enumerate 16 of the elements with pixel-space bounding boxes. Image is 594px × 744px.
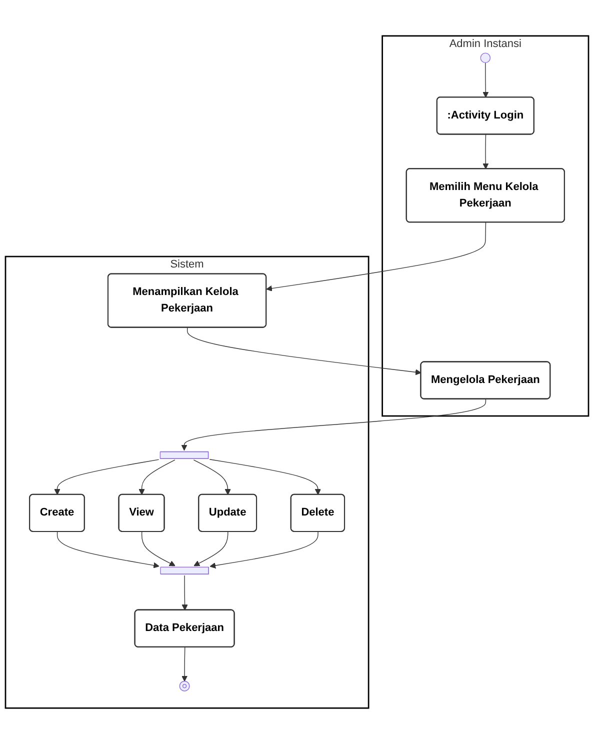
- arrow: [182, 575, 188, 610]
- arrow: [181, 398, 486, 451]
- arrow: [193, 460, 231, 495]
- arrow: [54, 459, 160, 495]
- arrow: [186, 327, 422, 376]
- arrow: [182, 646, 188, 682]
- arrow: [482, 62, 489, 98]
- arrow: [138, 460, 176, 495]
- arrow: [266, 222, 486, 292]
- arrow: [194, 531, 228, 566]
- arrow: [141, 531, 176, 566]
- arrow: [482, 134, 489, 170]
- node-circle: [480, 52, 491, 64]
- arrow: [209, 459, 321, 495]
- arrow: [210, 531, 318, 569]
- arrow: [56, 531, 160, 568]
